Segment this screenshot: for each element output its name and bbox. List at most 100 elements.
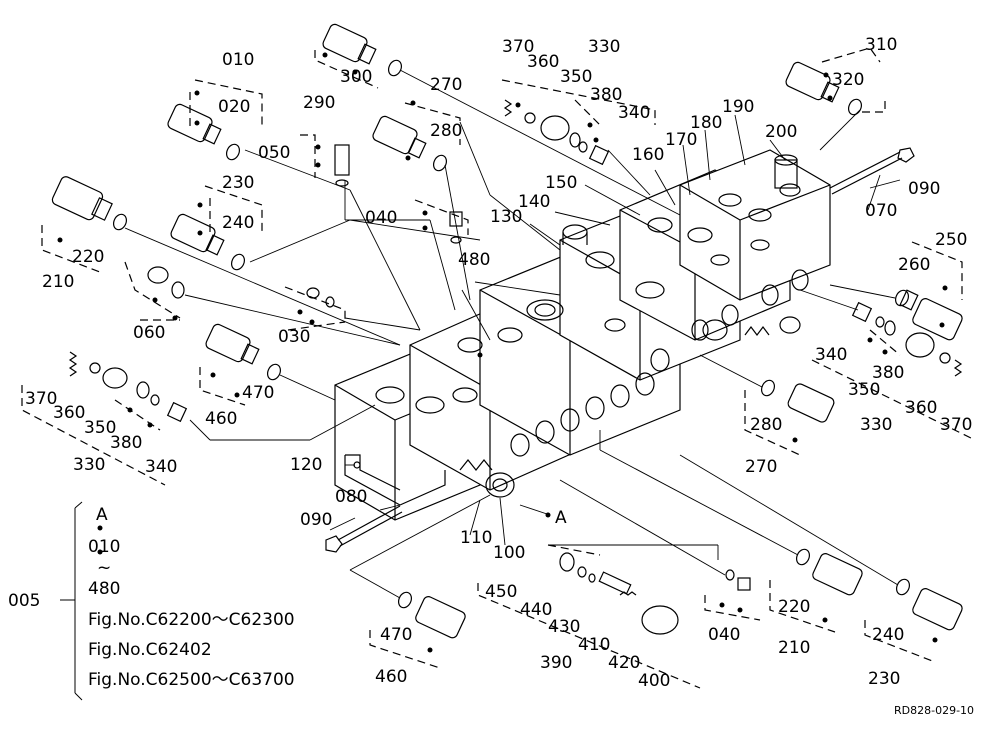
- callout-270-right: 270: [745, 457, 777, 477]
- spool-set-390: [559, 552, 679, 635]
- callout-370-top: 370: [502, 37, 534, 57]
- callout-190: 190: [722, 97, 754, 117]
- callout-labels: 010 020 050 230 240 220 210 060 030 470 …: [25, 35, 972, 691]
- callout-150: 150: [545, 173, 577, 193]
- callout-390: 390: [540, 653, 572, 673]
- callout-330-top: 330: [588, 37, 620, 57]
- drawing-code: RD828-029-10: [894, 704, 974, 717]
- cartridge-240-left: [170, 213, 246, 271]
- drawing-lines: [21, 23, 976, 701]
- callout-250: 250: [935, 230, 967, 250]
- callout-280-top: 280: [430, 121, 462, 141]
- legend-ref-letter: A: [96, 505, 108, 525]
- callout-290: 290: [303, 93, 335, 113]
- legend-fig-line-3: Fig.No.C62500～C63700: [88, 670, 295, 690]
- legend-range-from: 010: [88, 537, 120, 557]
- callout-180: 180: [690, 113, 722, 133]
- spring-set-330-left: [68, 351, 188, 423]
- callout-350-right: 350: [848, 380, 880, 400]
- cartridge-280-top: [372, 115, 448, 172]
- fitting-050: [334, 144, 350, 187]
- callout-200: 200: [765, 122, 797, 142]
- callout-010: 010: [222, 50, 254, 70]
- callout-110: 110: [460, 528, 492, 548]
- callout-350-left: 350: [84, 418, 116, 438]
- callout-460-bottom: 460: [375, 667, 407, 687]
- callout-230-left: 230: [222, 173, 254, 193]
- legend-bracket: [60, 501, 83, 701]
- callout-480: 480: [458, 250, 490, 270]
- callout-300: 300: [340, 67, 372, 87]
- plug-040-bottom: [725, 569, 751, 591]
- callout-470-left: 470: [242, 383, 274, 403]
- plug-060: [147, 266, 185, 299]
- plug-040-top: [449, 211, 463, 244]
- callout-140: 140: [518, 192, 550, 212]
- legend-fig-line-1: Fig.No.C62200～C62300: [88, 610, 295, 630]
- callout-440: 440: [520, 600, 552, 620]
- callout-220-right: 220: [778, 597, 810, 617]
- callout-430: 430: [548, 617, 580, 637]
- callout-230-right: 230: [868, 669, 900, 689]
- callout-420: 420: [608, 653, 640, 673]
- callout-070: 070: [865, 201, 897, 221]
- callout-330-left: 330: [73, 455, 105, 475]
- callout-090-right: 090: [908, 179, 940, 199]
- mark-a: A: [555, 508, 567, 528]
- callout-020: 020: [218, 97, 250, 117]
- callout-340-top: 340: [618, 103, 650, 123]
- callout-220-left: 220: [72, 247, 104, 267]
- group-brackets: [21, 47, 976, 689]
- callout-450: 450: [485, 582, 517, 602]
- callout-030: 030: [278, 327, 310, 347]
- callout-080: 080: [335, 487, 367, 507]
- callout-370-left: 370: [25, 389, 57, 409]
- callout-370-right: 370: [940, 415, 972, 435]
- cartridge-320: [785, 61, 863, 116]
- tie-bolt-080: [325, 505, 403, 553]
- callout-210-right: 210: [778, 638, 810, 658]
- callout-090-left: 090: [300, 510, 332, 530]
- spring-set-330-top: [503, 99, 610, 166]
- callout-210-left: 210: [42, 272, 74, 292]
- legend-range-to: 480: [88, 579, 120, 599]
- callout-350-top: 350: [560, 67, 592, 87]
- legend-assembly-number: 005: [8, 591, 40, 611]
- cartridge-300: [322, 23, 403, 77]
- callout-360-top: 360: [527, 52, 559, 72]
- callout-270-top: 270: [430, 75, 462, 95]
- legend-range-separator: ~: [97, 558, 111, 578]
- callout-240-right: 240: [872, 625, 904, 645]
- marker-dots: [57, 52, 948, 653]
- callout-060: 060: [133, 323, 165, 343]
- cartridge-020: [167, 103, 241, 161]
- callout-380-top: 380: [590, 85, 622, 105]
- callout-050: 050: [258, 143, 290, 163]
- legend: 005 A 010 ~ 480 Fig.No.C62200～C62300 Fig…: [8, 505, 295, 690]
- callout-470-bottom: 470: [380, 625, 412, 645]
- tie-bolt-070: [829, 147, 915, 195]
- gear-assembly-100-110: [459, 316, 801, 498]
- callout-360-left: 360: [53, 403, 85, 423]
- callout-340-right: 340: [815, 345, 847, 365]
- callout-360-right: 360: [905, 398, 937, 418]
- callout-340-left: 340: [145, 457, 177, 477]
- cartridge-260: [894, 289, 963, 341]
- callout-320: 320: [832, 70, 864, 90]
- legend-fig-line-2: Fig.No.C62402: [88, 640, 212, 660]
- callout-310: 310: [865, 35, 897, 55]
- valve-body: [334, 149, 831, 521]
- callout-160: 160: [632, 145, 664, 165]
- callout-120: 120: [290, 455, 322, 475]
- cartridge-470-left: [205, 323, 282, 381]
- cartridge-220-right: [795, 548, 863, 596]
- callout-100: 100: [493, 543, 525, 563]
- leader-lines: [124, 69, 901, 599]
- callout-170: 170: [665, 130, 697, 150]
- callout-280-right: 280: [750, 415, 782, 435]
- callout-410: 410: [578, 635, 610, 655]
- callout-460-left: 460: [205, 409, 237, 429]
- callout-260: 260: [898, 255, 930, 275]
